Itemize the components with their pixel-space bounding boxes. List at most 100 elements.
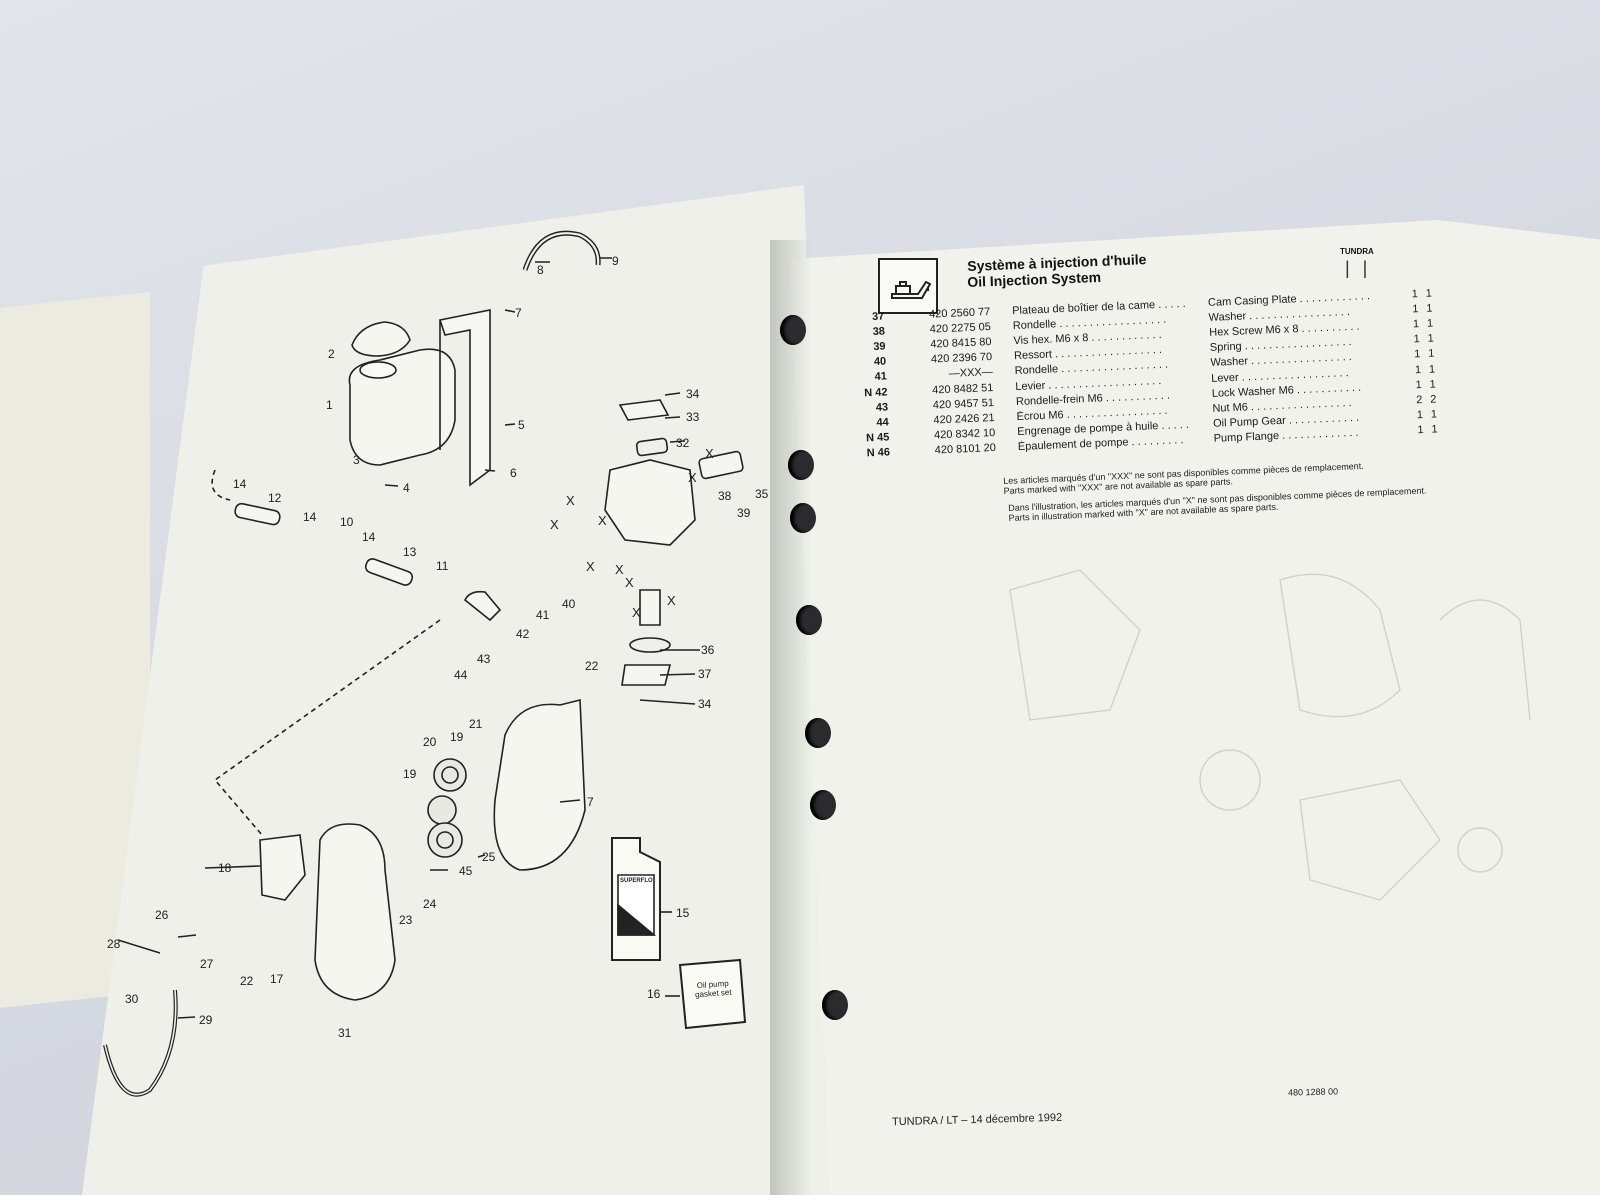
- part-item-number: 39: [873, 340, 886, 353]
- binder-hole: [780, 315, 806, 345]
- callout-7b: 7: [587, 795, 594, 809]
- callout-35: 35: [755, 487, 769, 501]
- part-item-number: N 46: [866, 446, 891, 460]
- callout-34: 34: [686, 387, 700, 401]
- part-qty-1: 1: [1415, 378, 1422, 392]
- callout-28: 28: [107, 937, 121, 951]
- callout-14: 14: [233, 477, 247, 491]
- callout-3: 3: [353, 453, 360, 467]
- model-tag-mark: | |: [1345, 258, 1372, 278]
- part-qty-2: 1: [1426, 302, 1433, 315]
- footer-doc-number: 480 1288 00: [1287, 1086, 1339, 1098]
- spine-shadow: [770, 240, 830, 1195]
- callout-45: 45: [459, 864, 473, 878]
- part-qty-1: 1: [1414, 363, 1422, 376]
- part-qty-1: 1: [1412, 302, 1419, 316]
- callout-38: 38: [718, 489, 732, 503]
- callout-33: 33: [686, 410, 700, 424]
- part-qty-2: 1: [1428, 347, 1435, 361]
- part-qty-2: 2: [1429, 393, 1437, 406]
- callout-40: 40: [562, 597, 576, 611]
- callout-7: 7: [515, 306, 522, 320]
- x-marker: X: [550, 517, 559, 532]
- callout-37: 37: [698, 667, 712, 681]
- callout-13: 13: [403, 545, 417, 559]
- callout-34b: 34: [698, 697, 712, 711]
- left-page: [82, 185, 842, 1195]
- callout-21: 21: [469, 717, 483, 731]
- part-qty-1: 1: [1416, 409, 1424, 422]
- callout-16: 16: [647, 987, 661, 1001]
- binder-hole: [810, 790, 836, 820]
- callout-23: 23: [399, 913, 413, 927]
- callout-30: 30: [125, 992, 139, 1006]
- x-marker: X: [598, 513, 607, 528]
- x-marker: X: [615, 562, 624, 577]
- part-item-number: 40: [873, 355, 887, 369]
- part-qty-1: 1: [1413, 333, 1421, 346]
- binder-hole: [822, 990, 848, 1020]
- callout-44: 44: [454, 668, 468, 682]
- x-marker: X: [586, 559, 595, 574]
- part-item-number: 44: [876, 416, 889, 429]
- part-qty-2: 1: [1425, 287, 1433, 300]
- part-qty-2: 1: [1430, 408, 1438, 421]
- part-qty-1: 1: [1412, 318, 1420, 331]
- callout-42: 42: [516, 627, 530, 641]
- callout-22: 22: [585, 659, 599, 673]
- callout-19b: 19: [403, 767, 417, 781]
- binder-hole: [788, 450, 814, 480]
- binder-hole: [796, 605, 822, 635]
- x-marker: X: [705, 446, 714, 461]
- x-marker: X: [632, 605, 641, 620]
- callout-36: 36: [701, 643, 715, 657]
- part-qty-2: 1: [1428, 363, 1436, 376]
- part-item-number: N 45: [865, 431, 890, 445]
- callout-14c: 14: [362, 530, 376, 544]
- part-qty-2: 1: [1429, 378, 1436, 391]
- gasket-set-label: Oil pump gasket set: [694, 978, 732, 1000]
- callout-29: 29: [199, 1013, 213, 1027]
- part-qty-2: 1: [1431, 423, 1438, 436]
- callout-14b: 14: [303, 510, 317, 524]
- callout-32: 32: [676, 436, 690, 450]
- x-marker: X: [566, 493, 575, 508]
- part-qty-1: 2: [1415, 393, 1423, 407]
- callout-9: 9: [612, 254, 619, 268]
- show-through-artwork: [1009, 569, 1531, 901]
- callout-39: 39: [737, 506, 751, 520]
- model-tag: TUNDRA: [1340, 247, 1374, 256]
- part-item-number: 37: [871, 310, 885, 323]
- callout-22b: 22: [240, 974, 254, 988]
- part-item-number: N 42: [863, 385, 888, 399]
- part-qty-2: 1: [1426, 317, 1434, 330]
- x-marker: X: [667, 593, 676, 608]
- callout-24: 24: [423, 897, 437, 911]
- oil-can-icon: [878, 258, 938, 314]
- part-item-number: 38: [872, 325, 886, 338]
- callout-1: 1: [326, 398, 333, 412]
- binder-hole: [790, 503, 816, 533]
- callout-11: 11: [436, 559, 449, 573]
- callout-6: 6: [510, 466, 517, 480]
- callout-31: 31: [338, 1026, 352, 1040]
- part-qty-1: 1: [1411, 287, 1419, 300]
- part-item-number: 43: [875, 401, 889, 414]
- callout-2: 2: [328, 347, 335, 361]
- callout-27: 27: [200, 957, 214, 971]
- part-qty-2: 1: [1427, 332, 1435, 345]
- callout-19: 19: [450, 730, 464, 744]
- callout-18: 18: [218, 861, 232, 875]
- callout-43: 43: [477, 652, 491, 666]
- oil-bottle-label: SUPERFLO: [620, 878, 653, 884]
- callout-41: 41: [536, 608, 550, 622]
- x-marker: X: [688, 470, 697, 485]
- x-marker: X: [625, 575, 634, 590]
- callout-10: 10: [340, 515, 354, 529]
- part-item-number: 41: [874, 370, 888, 384]
- callout-15: 15: [676, 906, 690, 920]
- callout-5: 5: [518, 418, 525, 432]
- part-qty-1: 1: [1417, 424, 1424, 437]
